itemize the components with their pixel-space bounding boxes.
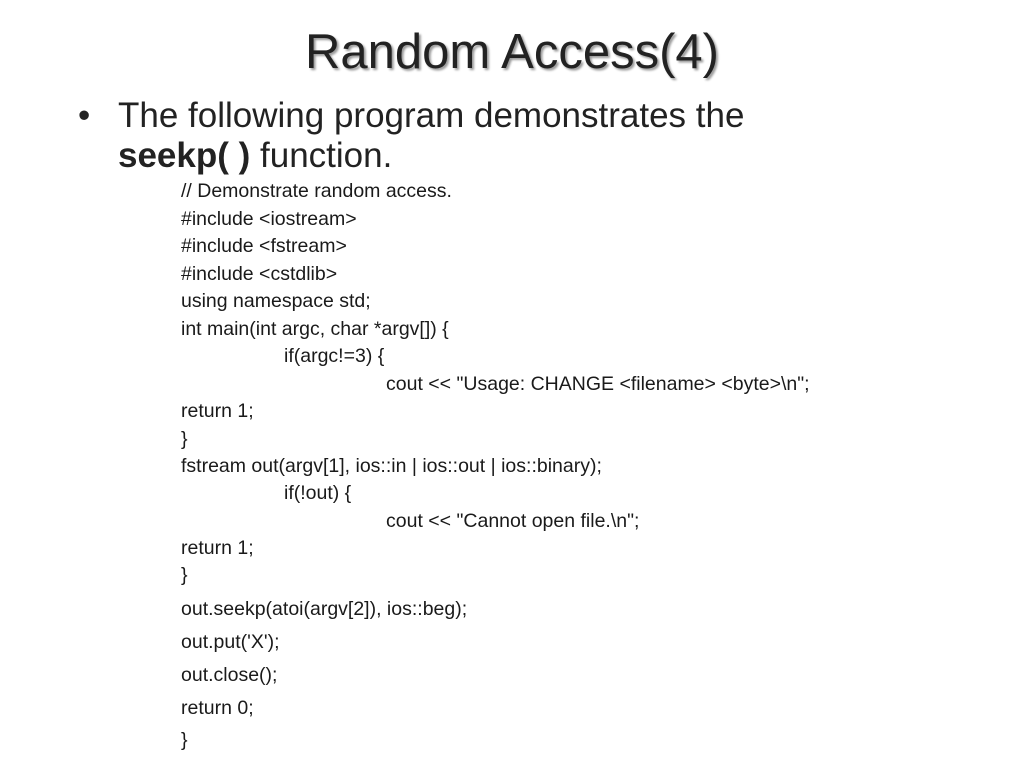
code-line: if(!out) { bbox=[284, 482, 352, 504]
code-line: } bbox=[181, 428, 188, 450]
code-line: return 1; bbox=[181, 400, 254, 422]
code-line: cout << "Usage: CHANGE <filename> <byte>… bbox=[386, 373, 810, 395]
bullet-marker: • bbox=[78, 96, 91, 135]
bullet-text: The following program demonstrates the s… bbox=[118, 96, 958, 176]
code-line: } bbox=[181, 729, 188, 751]
code-line: return 1; bbox=[181, 537, 254, 559]
code-line: // Demonstrate random access. bbox=[181, 180, 452, 202]
bullet-text-line1: The following program demonstrates the bbox=[118, 96, 745, 135]
code-line: if(argc!=3) { bbox=[284, 345, 385, 367]
code-line: #include <iostream> bbox=[181, 208, 357, 230]
code-line: out.seekp(atoi(argv[2]), ios::beg); bbox=[181, 598, 468, 620]
code-line: out.close(); bbox=[181, 664, 278, 686]
code-line: #include <fstream> bbox=[181, 235, 347, 257]
code-line: return 0; bbox=[181, 697, 254, 719]
code-line: cout << "Cannot open file.\n"; bbox=[386, 510, 640, 532]
bullet-bold-function: seekp( ) bbox=[118, 136, 251, 175]
code-line: #include <cstdlib> bbox=[181, 263, 338, 285]
code-line: out.put('X'); bbox=[181, 631, 280, 653]
code-line: } bbox=[181, 564, 188, 586]
code-line: using namespace std; bbox=[181, 290, 371, 312]
slide-title: Random Access(4) bbox=[305, 25, 719, 79]
code-line: fstream out(argv[1], ios::in | ios::out … bbox=[181, 455, 602, 477]
code-line: int main(int argc, char *argv[]) { bbox=[181, 318, 449, 340]
bullet-text-tail: function. bbox=[250, 136, 393, 175]
